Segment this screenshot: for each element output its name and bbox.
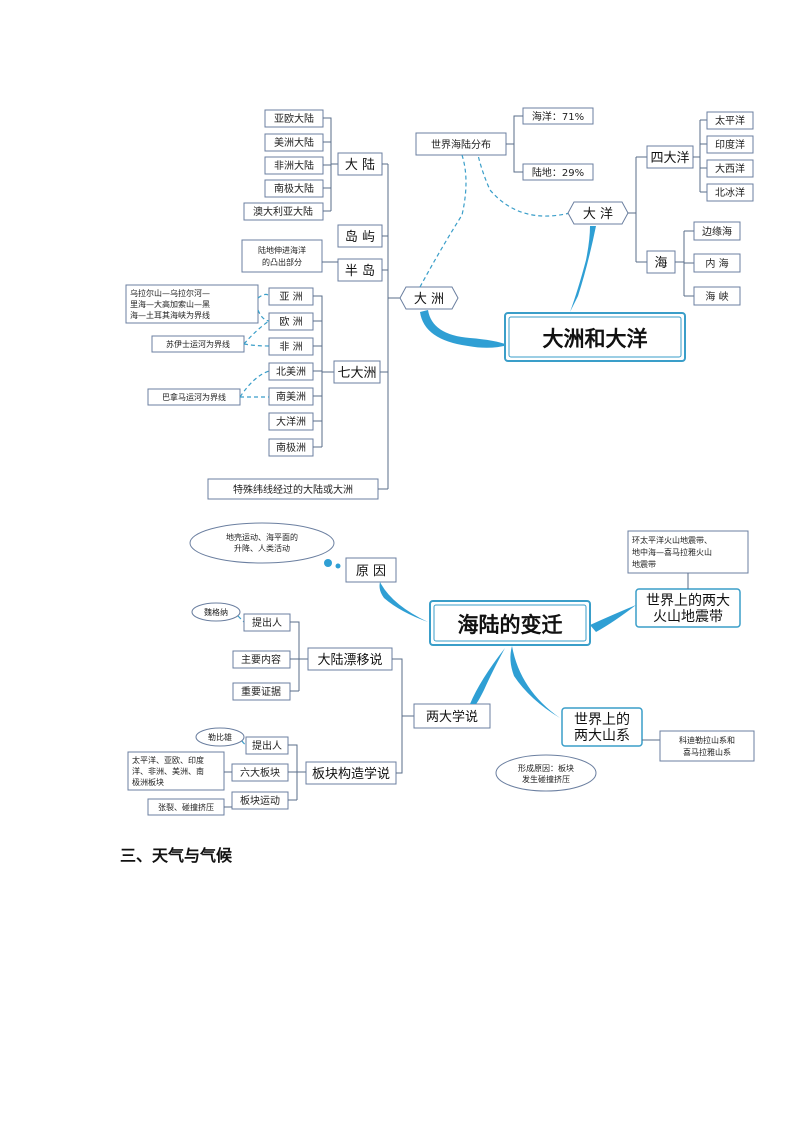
mountain-detail: 喜马拉雅山系	[683, 747, 731, 757]
peninsula-node: 半 岛	[345, 263, 375, 279]
map1-center-title: 大洲和大洋	[543, 326, 648, 351]
drift-item: 重要证据	[241, 685, 281, 698]
asia-europe-border: 里海—大高加索山—黑	[130, 299, 210, 309]
volcano-belt-node: 火山地震带	[653, 609, 723, 625]
mountain-detail: 科迪勒拉山系和	[679, 735, 735, 745]
continent-item: 北美洲	[276, 365, 306, 378]
mainland-item: 澳大利亚大陆	[253, 205, 313, 218]
ocean-item: 太平洋	[715, 114, 745, 127]
six-plates-detail: 洋、非洲、美洲、南	[132, 766, 204, 776]
mainland-item: 亚欧大陆	[274, 112, 314, 125]
continent-item: 欧 洲	[279, 316, 302, 328]
map-land-sea-changes: 地壳运动、海平面的 升降、人类活动 原 因 魏格纳 提出人 主要内容 重要证据 …	[127, 522, 755, 816]
volcano-detail: 地中海—喜马拉雅火山	[632, 547, 712, 557]
plate-proposer: 勒比雄	[208, 732, 232, 742]
mainland-item: 美洲大陆	[274, 136, 314, 149]
peninsula-definition: 的凸出部分	[262, 257, 302, 267]
seven-continents: 亚 洲 欧 洲 非 洲 北美洲 南美洲 大洋洲 南极洲	[268, 287, 334, 457]
cause-detail: 升降、人类活动	[234, 543, 290, 553]
ocean-item: 北冰洋	[715, 186, 745, 199]
plate-item: 板块运动	[240, 794, 280, 807]
drift-item: 主要内容	[241, 653, 281, 666]
mind-map-canvas: .ln { stroke:#5a6e8a; stroke-width:1; fi…	[125, 107, 755, 816]
mountain-cause: 发生碰撞挤压	[522, 774, 570, 784]
continent-item: 南极洲	[276, 441, 306, 454]
hub-continent: 大 洲	[414, 292, 444, 307]
sea-type-item: 边缘海	[702, 225, 732, 238]
six-plates-detail: 极洲板块	[132, 777, 164, 787]
seven-continents-node: 七大洲	[337, 366, 376, 381]
cause-detail: 地壳运动、海平面的	[226, 532, 298, 542]
four-oceans-node: 四大洋	[650, 151, 689, 166]
ocean-percent: 海洋：71%	[532, 110, 584, 123]
hub-ocean: 大 洋	[583, 207, 613, 222]
americas-border: 巴拿马运河为界线	[162, 392, 226, 402]
mountain-systems-node: 世界上的	[574, 712, 630, 728]
plate-item: 六大板块	[240, 766, 280, 779]
sea-type-item: 海 峡	[705, 290, 728, 303]
mountain-cause: 形成原因：板块	[518, 763, 574, 773]
map-continents-oceans: 亚欧大陆 美洲大陆 非洲大陆 南极大陆 澳大利亚大陆 大 陆 岛 屿 半 岛 陆…	[125, 107, 754, 500]
peninsula-definition: 陆地伸进海洋	[258, 245, 306, 255]
continent-item: 大洋洲	[276, 415, 306, 428]
asia-europe-border: 海—土耳其海峡为界线	[130, 310, 210, 320]
cause-node: 原 因	[356, 564, 386, 579]
map2-center-title: 海陆的变迁	[458, 612, 563, 637]
land-percent: 陆地：29%	[532, 166, 584, 179]
plate-theory-node: 板块构造学说	[312, 766, 390, 782]
drift-theory-node: 大陆漂移说	[317, 652, 382, 668]
volcano-belt-node: 世界上的两大	[646, 593, 730, 609]
continent-item: 非 洲	[279, 341, 302, 353]
two-theories-node: 两大学说	[426, 709, 478, 725]
mountain-systems-node: 两大山系	[574, 728, 630, 744]
sea-type-item: 内 海	[705, 257, 728, 270]
plate-item: 提出人	[252, 739, 282, 752]
mainland-node: 大 陆	[345, 157, 375, 173]
plate-motion-detail: 张裂、碰撞挤压	[158, 802, 214, 812]
mainland-list: 亚欧大陆 美洲大陆 非洲大陆 南极大陆 澳大利亚大陆	[243, 109, 338, 221]
section-title: 三、天气与气候	[120, 846, 233, 865]
continent-item: 亚 洲	[279, 291, 302, 303]
volcano-detail: 地震带	[632, 559, 656, 569]
continent-item: 南美洲	[276, 390, 306, 403]
six-plates-detail: 太平洋、亚欧、印度	[132, 755, 204, 765]
sea-node: 海	[654, 256, 667, 271]
mainland-item: 非洲大陆	[274, 159, 314, 172]
ocean-item: 大西洋	[715, 162, 745, 175]
land-sea-node: 世界海陆分布	[431, 138, 491, 151]
mainland-item: 南极大陆	[274, 182, 314, 195]
asia-europe-border: 乌拉尔山—乌拉尔河—	[130, 288, 210, 298]
drift-item: 提出人	[252, 616, 282, 629]
special-latitude-node: 特殊纬线经过的大陆或大洲	[233, 483, 353, 496]
ocean-item: 印度洋	[715, 138, 745, 151]
drift-proposer: 魏格纳	[204, 607, 228, 617]
volcano-detail: 环太平洋火山地震带、	[632, 535, 712, 545]
asia-africa-border: 苏伊士运河为界线	[166, 339, 230, 349]
island-node: 岛 屿	[345, 229, 375, 245]
